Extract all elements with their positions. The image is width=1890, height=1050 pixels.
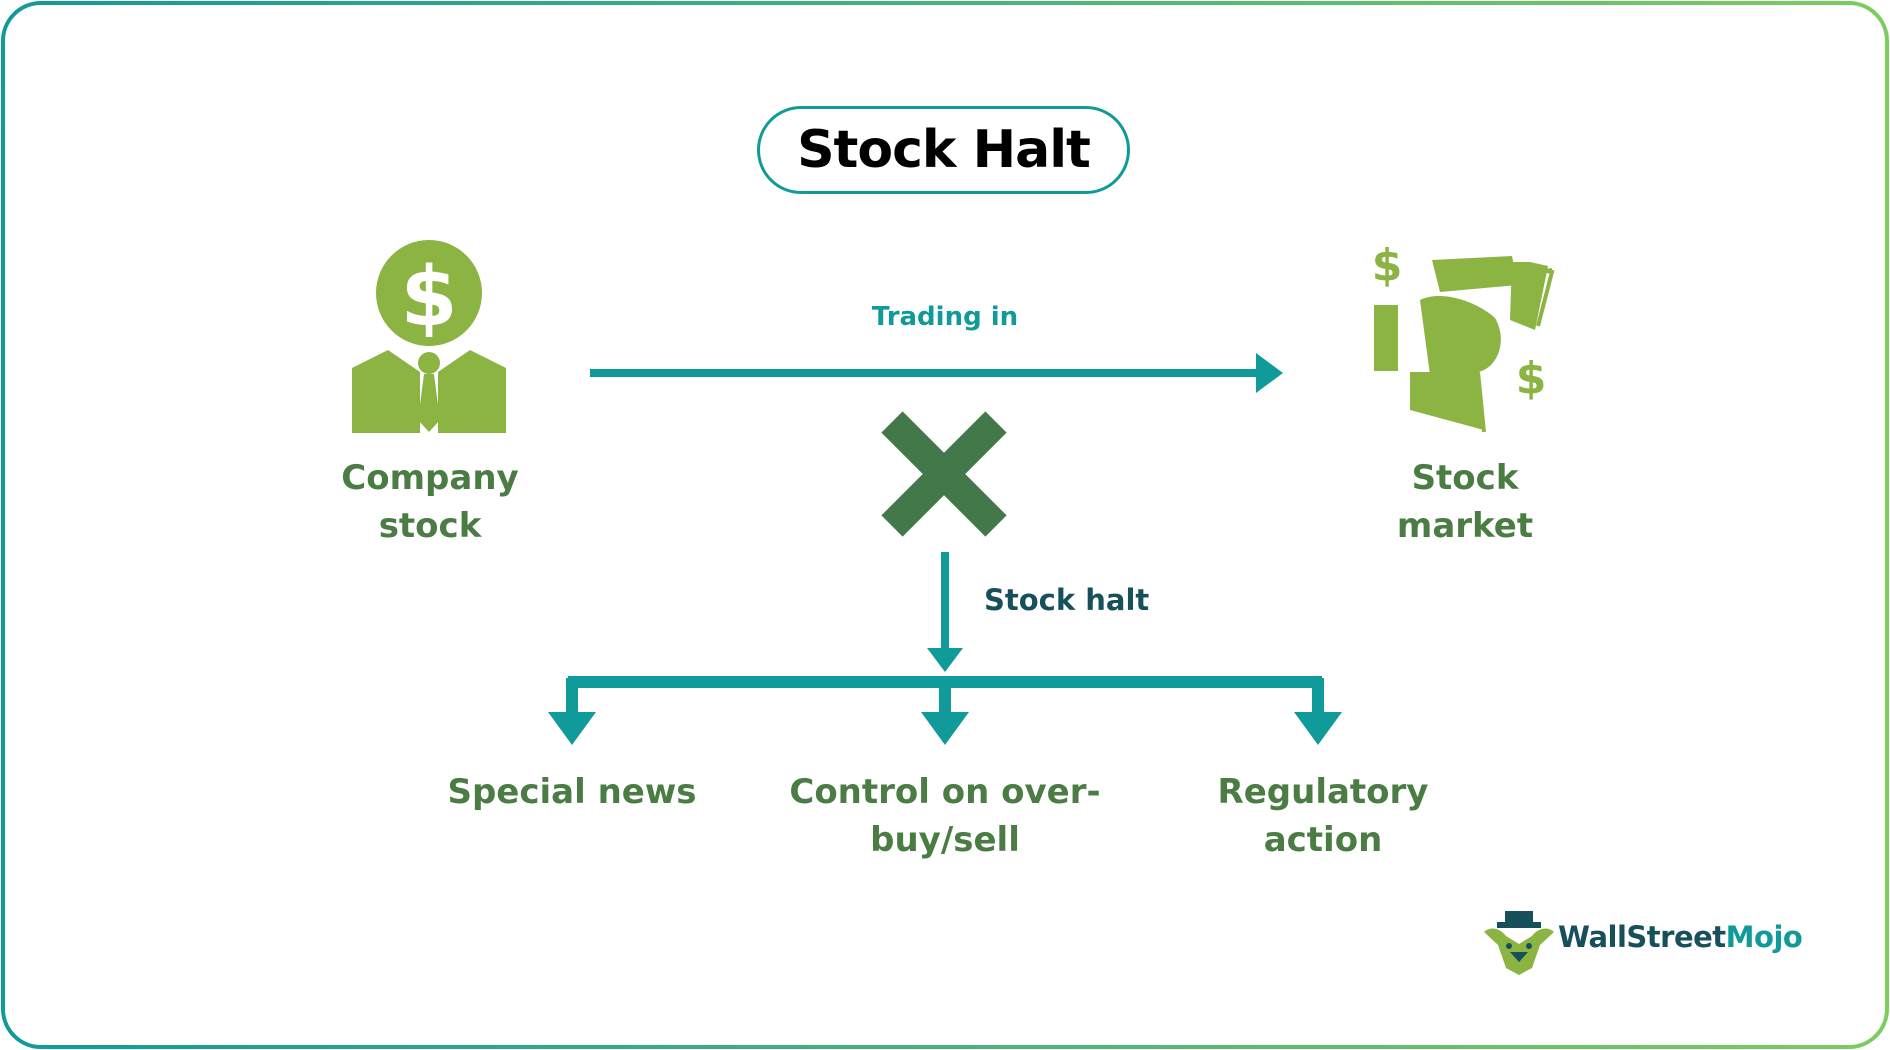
reason-2-line2: buy/sell [870,820,1020,860]
trading-arrow [590,353,1283,393]
node-company-line2: stock [378,506,482,546]
reason-3-line2: action [1263,820,1383,860]
wallstreetmojo-logo-icon [1484,911,1554,975]
node-market-line2: market [1396,506,1534,546]
node-market-line1: Stock [1411,458,1519,498]
businessman-dollar-icon: $ [352,240,506,433]
reason-regulatory-action: Regulatory action [1178,768,1468,864]
reason-1-line1: Special news [447,772,697,812]
brand-wordmark: WallStreetMojo [1558,920,1803,954]
reason-special-news: Special news [420,768,724,816]
reason-3-line1: Regulatory [1217,772,1429,812]
svg-text:$: $ [1516,353,1547,404]
brand-part1: WallStreet [1558,920,1726,954]
node-company-stock: Company stock [310,454,550,550]
node-company-line1: Company [341,458,519,498]
halt-label: Stock halt [984,583,1150,617]
halt-arrow [927,552,963,672]
svg-text:$: $ [400,250,457,345]
brand-part2: Mojo [1725,920,1803,954]
reason-2-line1: Control on over- [789,772,1101,812]
node-stock-market: Stock market [1345,454,1585,550]
title-pill: Stock Halt [757,106,1130,194]
trading-label: Trading in [871,302,1019,332]
svg-text:$: $ [1372,240,1403,291]
cross-icon [881,411,1007,537]
reason-control-buy-sell: Control on over- buy/sell [775,768,1115,864]
cash-hand-icon: $ $ [1372,240,1555,433]
diagram-title: Stock Halt [797,120,1091,180]
branch-connector [548,676,1342,745]
